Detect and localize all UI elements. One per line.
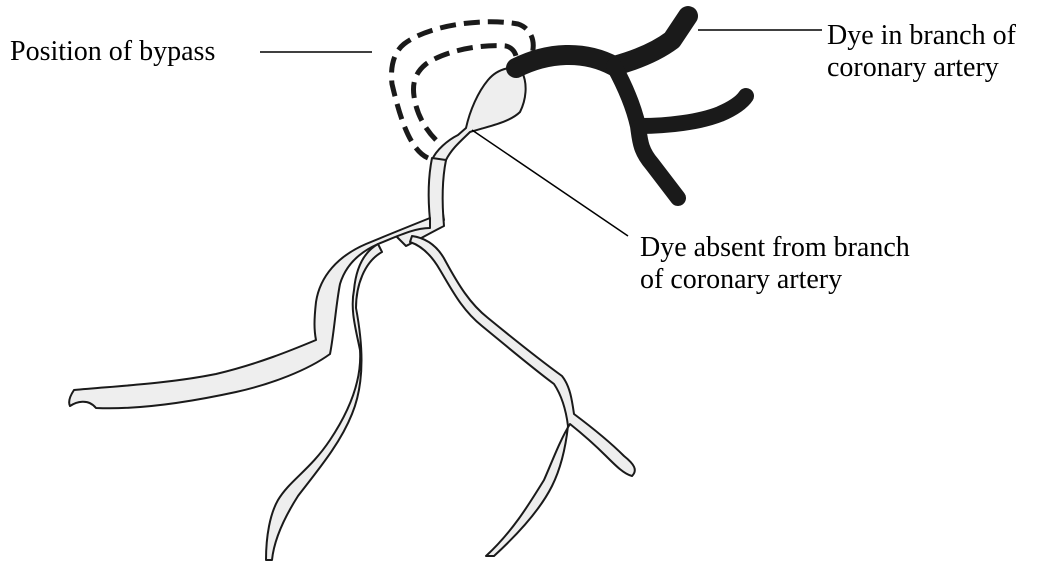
label-dye-absent-line-1: Dye absent from branch [640,232,910,264]
vessel-trunk [430,68,526,228]
undyed-vessel-tree [69,68,635,560]
label-bypass-text: Position of bypass [10,36,215,67]
label-dye-in-line-2: coronary artery [827,52,1016,84]
dyed-vessel [516,16,746,198]
leader-line-dye-absent [472,130,628,236]
label-dye-absent-line-2: of coronary artery [640,264,910,296]
label-dye-in-branch: Dye in branch of coronary artery [827,20,1016,84]
label-position-of-bypass: Position of bypass [10,36,215,68]
label-dye-absent-from-branch: Dye absent from branch of coronary arter… [640,232,910,296]
dyed-side-segment [640,96,746,126]
dyed-main-segment [516,16,688,68]
label-dye-in-line-1: Dye in branch of [827,20,1016,52]
vessel-right-branch [410,236,635,556]
